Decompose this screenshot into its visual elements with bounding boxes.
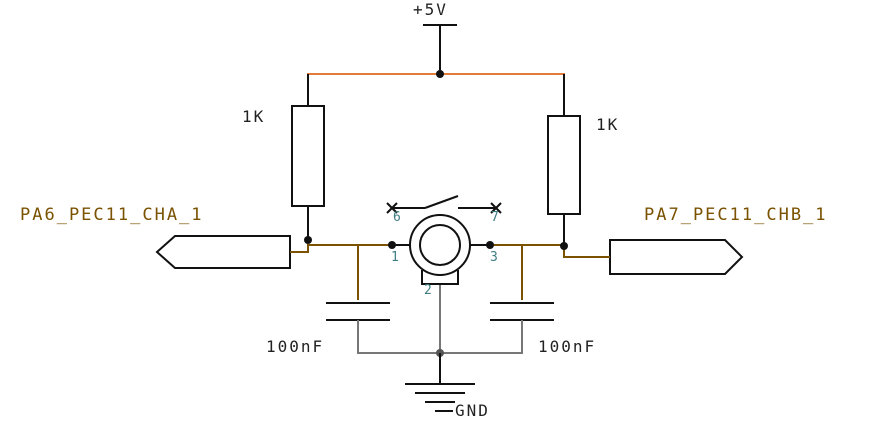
resistor-left-value: 1K xyxy=(242,107,265,126)
net-label-left: PA6_PEC11_CHA_1 xyxy=(20,205,204,225)
net-right-junction xyxy=(560,242,568,250)
vcc-junction xyxy=(436,70,444,78)
encoder-pin-3: 3 xyxy=(490,250,500,265)
capacitor-left-value: 100nF xyxy=(266,337,324,356)
encoder-pin-6: 6 xyxy=(393,210,403,225)
net-label-right: PA7_PEC11_CHB_1 xyxy=(644,205,828,225)
vcc-symbol xyxy=(423,24,457,74)
encoder-pin-7: 7 xyxy=(491,210,501,225)
net-left-wire xyxy=(290,244,392,253)
vcc-label: +5V xyxy=(413,0,448,19)
vcc-rail xyxy=(307,73,565,116)
net-right-wire xyxy=(490,244,610,258)
port-right xyxy=(609,239,744,275)
ground-symbol xyxy=(405,383,475,412)
capacitor-right-value: 100nF xyxy=(538,337,596,356)
port-left xyxy=(155,235,291,269)
encoder-pin-1: 1 xyxy=(391,250,401,265)
capacitor-left xyxy=(326,302,390,321)
resistor-right-value: 1K xyxy=(596,115,619,134)
rotary-encoder xyxy=(386,195,502,285)
encoder-pin-2: 2 xyxy=(424,283,434,298)
capacitor-right xyxy=(490,302,554,321)
gnd-label: GND xyxy=(455,401,490,420)
net-left-junction xyxy=(304,236,312,244)
resistor-right xyxy=(547,74,581,246)
resistor-left xyxy=(291,74,325,240)
